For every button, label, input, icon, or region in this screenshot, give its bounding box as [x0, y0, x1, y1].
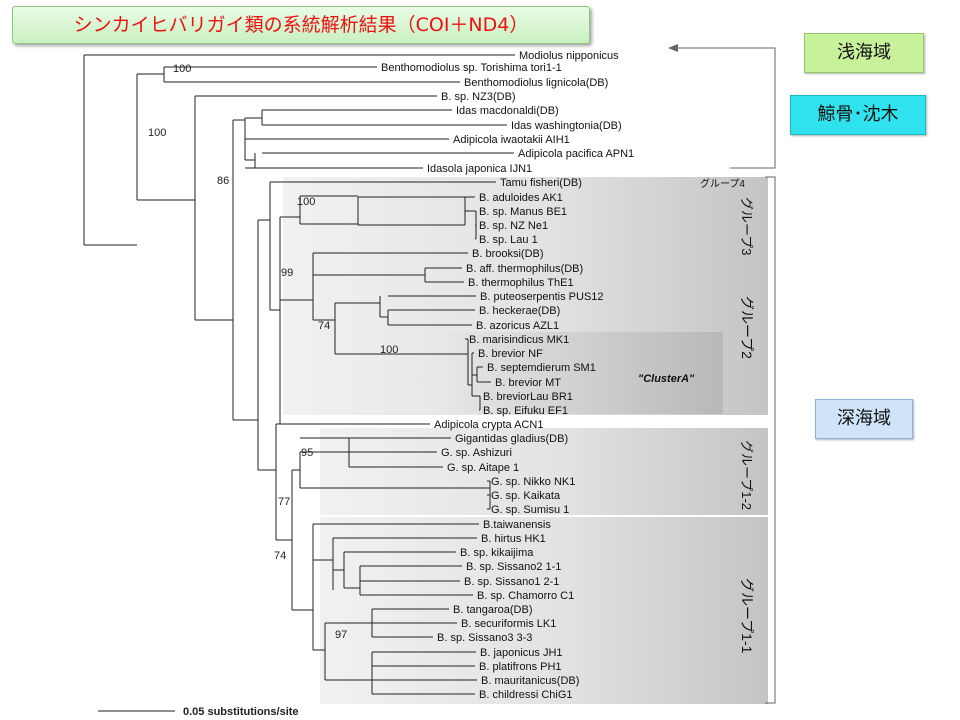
- taxon-label: B. brevior NF: [478, 348, 543, 360]
- group4-box: [283, 177, 768, 188]
- taxon-label: B. platifrons PH1: [479, 661, 562, 673]
- bootstrap-value: 100: [173, 63, 191, 75]
- bootstrap-value: 86: [217, 175, 229, 187]
- taxon-label: B. aduloides AK1: [479, 192, 563, 204]
- taxon-label: B. sp. Sissano3 3-3: [437, 632, 532, 644]
- taxon-label: B. puteoserpentis PUS12: [480, 291, 604, 303]
- taxon-label: B. brevior MT: [495, 377, 561, 389]
- group-label-4: グループ4: [700, 177, 745, 190]
- taxon-label: G. sp. Kaikata: [491, 490, 561, 502]
- bootstrap-value: 99: [281, 267, 293, 279]
- tag-shallow-sea: 浅海域: [804, 33, 924, 73]
- taxon-label: G. sp. Ashizuri: [441, 447, 512, 459]
- taxon-label: B. sp. Manus BE1: [479, 206, 567, 218]
- deep-bracket: [765, 176, 776, 704]
- bootstrap-value: 100: [148, 127, 166, 139]
- cluster-label: "ClusterA": [638, 373, 695, 385]
- taxon-label: B. childressi ChiG1: [479, 689, 573, 701]
- clusterA-box: [447, 332, 723, 414]
- taxon-label: B. brooksi(DB): [472, 248, 544, 260]
- taxon-label: Benthomodiolus lignicola(DB): [464, 77, 608, 89]
- taxon-label: B. sp. Sissano1 2-1: [464, 576, 559, 588]
- taxon-label: G. sp. Nikko NK1: [491, 476, 575, 488]
- taxon-label: B. hirtus HK1: [481, 533, 546, 545]
- taxon-label: B. sp. Eifuku EF1: [483, 405, 568, 417]
- taxon-label: B. sp. kikaijima: [460, 547, 534, 559]
- taxon-label: Adipicola crypta ACN1: [434, 419, 543, 431]
- taxon-label: B.taiwanensis: [483, 519, 551, 531]
- taxon-label: B. sp. Sissano2 1-1: [466, 561, 561, 573]
- taxon-label: Idas macdonaldi(DB): [456, 105, 559, 117]
- group1-2-box: [320, 428, 768, 515]
- group-label-3: グループ3: [739, 197, 754, 255]
- taxon-label: G. sp. Aitape 1: [447, 462, 519, 474]
- bootstrap-value: 74: [318, 320, 330, 332]
- taxon-label: Adipicola pacifica APN1: [518, 148, 634, 160]
- group-label-1-1: グループ1-1: [739, 578, 755, 654]
- taxon-label: B. thermophilus ThE1: [468, 277, 574, 289]
- tag-whale-bone-sunken-wood: 鯨骨･沈木: [790, 95, 926, 135]
- taxon-label: Modiolus nipponicus: [519, 50, 619, 62]
- taxon-label: B. marisindicus MK1: [469, 334, 569, 346]
- taxon-label: B. breviorLau BR1: [483, 391, 573, 403]
- bootstrap-value: 95: [301, 447, 313, 459]
- group-label-1-2: グループ1-2: [739, 440, 754, 510]
- bootstrap-value: 100: [297, 196, 315, 208]
- group3-box: [283, 188, 768, 246]
- taxon-label: B. tangaroa(DB): [453, 604, 532, 616]
- shallow-arrow-head: [668, 44, 678, 52]
- taxon-label: B. securiformis LK1: [461, 618, 556, 630]
- taxon-label: B. septemdierum SM1: [487, 362, 596, 374]
- taxon-label: Idasola japonica IJN1: [427, 163, 532, 175]
- taxon-label: Adipicola iwaotakii AIH1: [453, 134, 570, 146]
- taxon-label: B. japonicus JH1: [480, 647, 563, 659]
- taxon-label: B. sp. Chamorro C1: [477, 590, 574, 602]
- slide-title: シンカイヒバリガイ類の系統解析結果（COI＋ND4）: [12, 6, 590, 44]
- taxon-label: Tamu fisheri(DB): [500, 177, 582, 189]
- bootstrap-value: 100: [380, 344, 398, 356]
- taxon-label: B. azoricus AZL1: [476, 320, 559, 332]
- taxon-label: B. aff. thermophilus(DB): [466, 263, 583, 275]
- taxon-label: B. sp. Lau 1: [479, 234, 538, 246]
- tree-branches: [83, 54, 515, 695]
- taxon-label: B. sp. NZ Ne1: [479, 220, 548, 232]
- group-label-2: グループ2: [739, 296, 755, 359]
- shallow-bracket: [670, 47, 776, 169]
- taxon-label: G. sp. Sumisu 1: [491, 504, 569, 516]
- bootstrap-value: 77: [278, 496, 290, 508]
- taxon-label: Idas washingtonia(DB): [511, 120, 622, 132]
- taxon-label: B. mauritanicus(DB): [481, 675, 579, 687]
- taxon-label: B. heckerae(DB): [479, 305, 560, 317]
- taxon-label: Gigantidas gladius(DB): [455, 433, 568, 445]
- taxon-label: B. sp. NZ3(DB): [441, 91, 516, 103]
- bootstrap-value: 97: [335, 629, 347, 641]
- scale-label: 0.05 substitutions/site: [183, 706, 299, 718]
- taxon-label: Benthomodiolus sp. Torishima tori1-1: [381, 62, 562, 74]
- group1-1-box: [320, 517, 768, 704]
- bootstrap-value: 74: [274, 550, 286, 562]
- tag-deep-sea: 深海域: [815, 399, 913, 439]
